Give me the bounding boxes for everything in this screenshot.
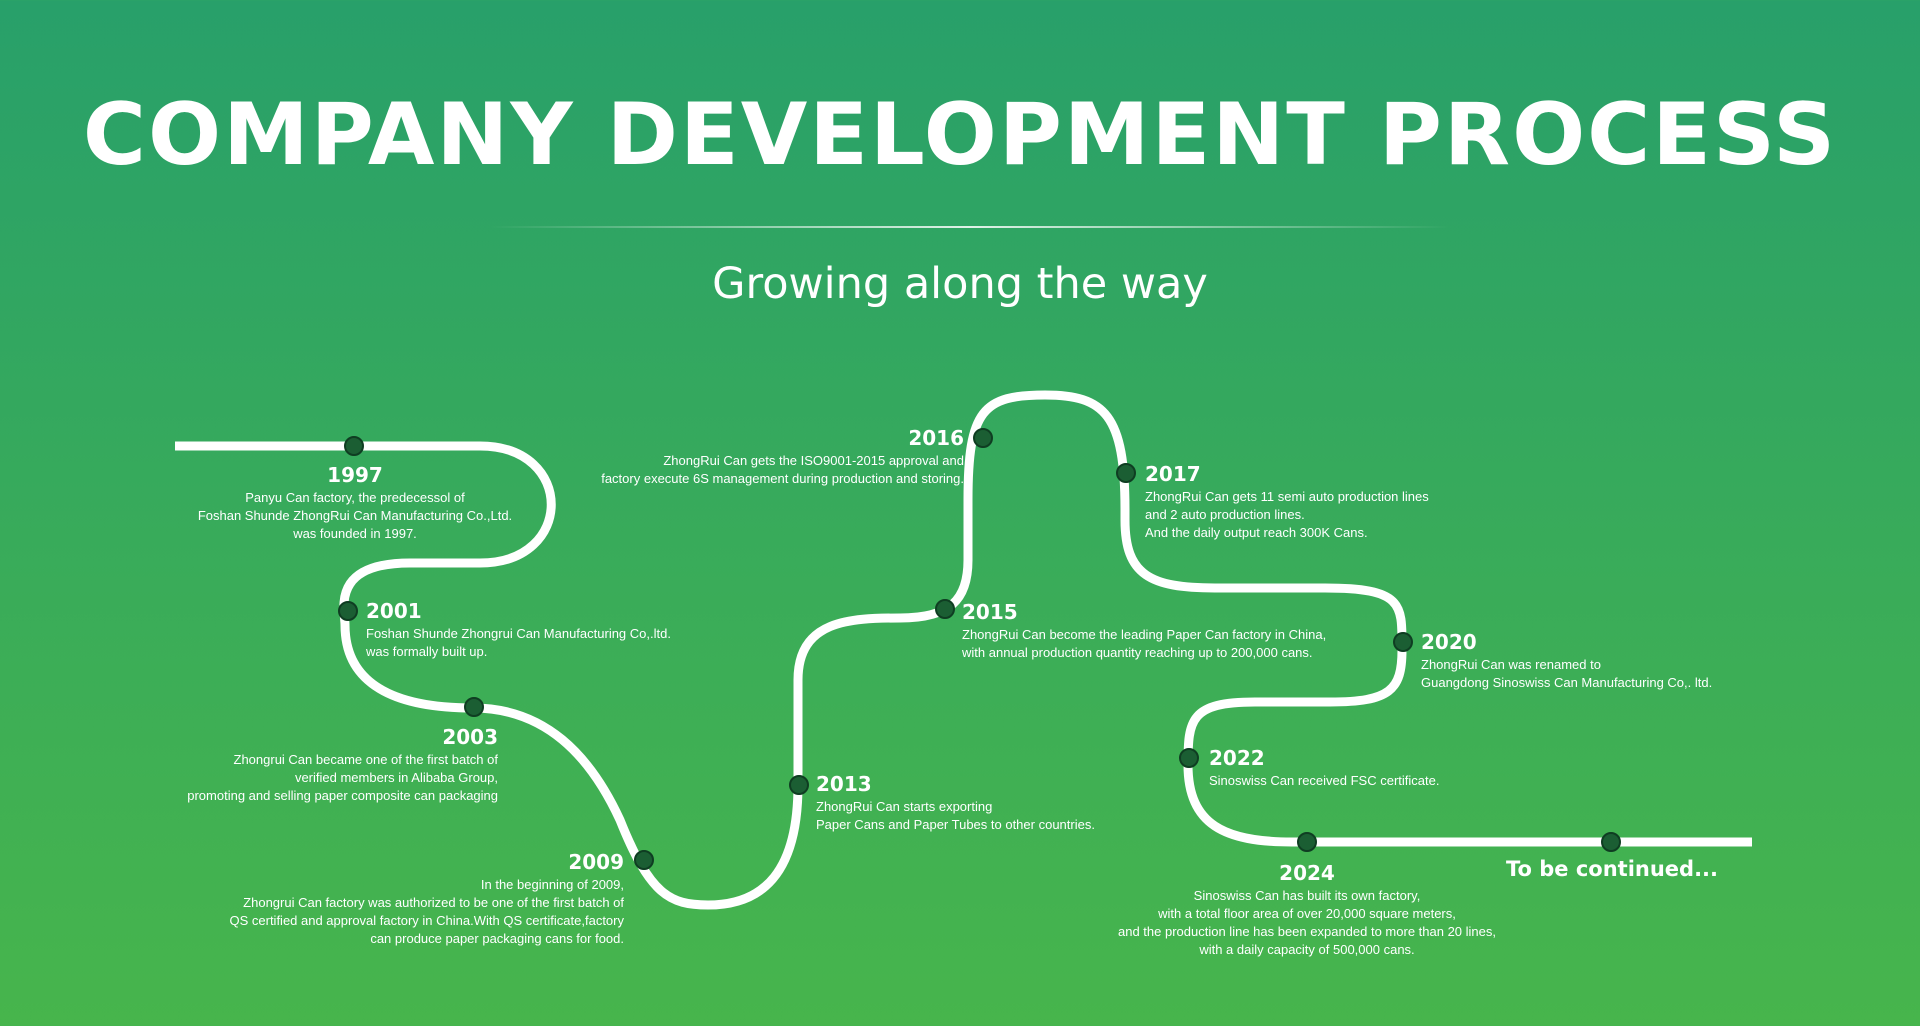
title-divider (490, 226, 1450, 228)
milestone-description: ZhongRui Can gets the ISO9001-2015 appro… (601, 453, 964, 486)
milestone-2001: 2001 Foshan Shunde Zhongrui Can Manufact… (366, 599, 886, 661)
milestone-2020: 2020 ZhongRui Can was renamed to Guangdo… (1421, 630, 1920, 692)
milestone-2003: 2003 Zhongrui Can became one of the firs… (0, 725, 498, 805)
milestone-year: 2017 (1145, 462, 1201, 486)
page-title: COMPANY DEVELOPMENT PROCESS (82, 85, 1838, 185)
milestone-year: 2013 (816, 772, 872, 796)
milestone-dot-2022 (1179, 748, 1199, 768)
milestone-dot-2001 (338, 601, 358, 621)
milestone-description: Zhongrui Can became one of the first bat… (187, 752, 498, 803)
milestone-description: ZhongRui Can starts exporting Paper Cans… (816, 799, 1095, 832)
milestone-1997: 1997 Panyu Can factory, the predecessol … (95, 463, 615, 543)
milestone-description: Sinoswiss Can received FSC certificate. (1209, 773, 1440, 788)
road-path (175, 390, 1752, 910)
milestone-2013: 2013 ZhongRui Can starts exporting Paper… (816, 772, 1336, 834)
milestone-2015: 2015 ZhongRui Can become the leading Pap… (962, 600, 1482, 662)
milestone-year: 1997 (327, 463, 383, 487)
milestone-dot-future (1601, 832, 1621, 852)
milestone-year: 2015 (962, 600, 1018, 624)
to-be-continued-label: To be continued... (1505, 857, 1719, 881)
milestone-year: 2016 (908, 426, 964, 450)
milestone-2016: 2016 ZhongRui Can gets the ISO9001-2015 … (444, 426, 964, 488)
milestone-description: In the beginning of 2009, Zhongrui Can f… (229, 877, 624, 946)
milestone-year: 2024 (1279, 861, 1335, 885)
milestone-year: 2020 (1421, 630, 1477, 654)
milestone-dot-2013 (789, 775, 809, 795)
milestone-dots (338, 428, 1621, 870)
milestone-year: 2003 (442, 725, 498, 749)
milestone-dot-2015 (935, 599, 955, 619)
milestone-2017: 2017 ZhongRui Can gets 11 semi auto prod… (1145, 462, 1665, 542)
milestone-2024: 2024 Sinoswiss Can has built its own fac… (1047, 861, 1567, 959)
milestone-dot-1997 (344, 436, 364, 456)
milestone-description: ZhongRui Can gets 11 semi auto productio… (1145, 489, 1429, 540)
milestone-description: ZhongRui Can become the leading Paper Ca… (962, 627, 1327, 660)
milestone-year: 2001 (366, 599, 422, 623)
milestone-2022: 2022 Sinoswiss Can received FSC certific… (1209, 746, 1729, 790)
page-subtitle: Growing along the way (712, 259, 1208, 309)
milestone-dot-2017 (1116, 463, 1136, 483)
milestone-year: 2022 (1209, 746, 1265, 770)
milestone-description: Panyu Can factory, the predecessol of Fo… (197, 490, 513, 541)
milestone-description: Sinoswiss Can has built its own factory,… (1118, 888, 1496, 957)
milestone-description: ZhongRui Can was renamed to Guangdong Si… (1421, 657, 1713, 690)
milestone-dot-2003 (464, 697, 484, 717)
milestone-dot-2016 (973, 428, 993, 448)
milestone-2009: 2009 In the beginning of 2009, Zhongrui … (104, 850, 624, 948)
milestone-dot-2020 (1393, 632, 1413, 652)
milestone-dot-2024 (1297, 832, 1317, 852)
milestone-year: 2009 (568, 850, 624, 874)
milestone-dot-2009 (634, 850, 654, 870)
milestone-description: Foshan Shunde Zhongrui Can Manufacturing… (366, 626, 671, 659)
